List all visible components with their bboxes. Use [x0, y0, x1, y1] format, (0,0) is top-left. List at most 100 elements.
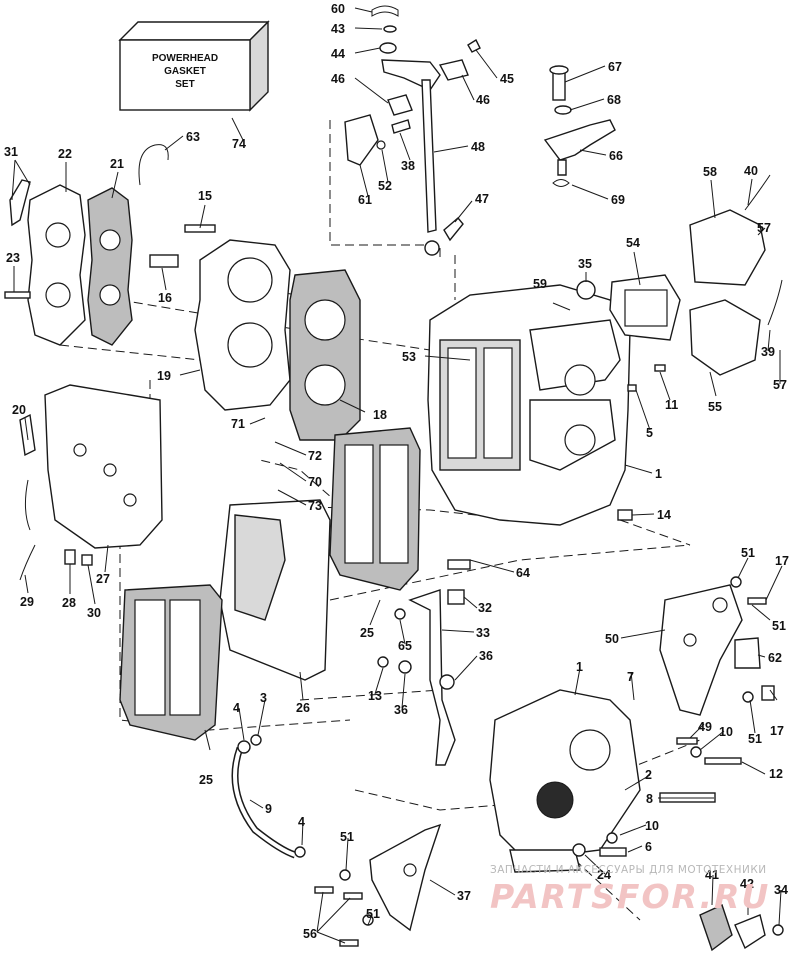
lower-crankcase: [489, 689, 716, 873]
cylinder-head: [194, 239, 361, 441]
callout-label: 37: [457, 889, 471, 903]
bottom-right-parts: [699, 904, 784, 952]
gasket-box-line1: POWERHEAD: [152, 53, 218, 64]
callout-label: 64: [516, 566, 530, 580]
callout-label: 18: [373, 408, 387, 422]
callout-label: 19: [157, 369, 171, 383]
callout-label: 29: [20, 595, 34, 609]
reed-valves: [627, 174, 783, 392]
callout-label: 11: [665, 398, 678, 412]
callout-label: 65: [398, 639, 412, 653]
callout-label: 45: [500, 72, 514, 86]
callout-label: 1: [576, 660, 583, 674]
callout-label: 41: [705, 868, 719, 882]
lever-assembly: [543, 65, 616, 187]
callout-label: 67: [608, 60, 622, 74]
callout-label: 51: [340, 830, 354, 844]
crankcase-block: [427, 274, 681, 526]
callout-label: 28: [62, 596, 76, 610]
callout-label: 69: [611, 193, 625, 207]
callout-label: 55: [708, 400, 722, 414]
callout-label: 20: [12, 403, 26, 417]
callout-label: 51: [366, 907, 380, 921]
callout-label: 7: [627, 670, 634, 684]
callout-label: 13: [368, 689, 382, 703]
callout-label: 56: [303, 927, 317, 941]
callout-label: 10: [645, 819, 659, 833]
leader-lines: [11, 7, 783, 944]
callout-label: 62: [768, 651, 782, 665]
watermark: ЗАПЧАСТИ И АКСЕССУАРЫ ДЛЯ МОТОТЕХНИКИ PA…: [490, 864, 770, 916]
transfer-cover: [19, 384, 163, 581]
callout-label: 36: [479, 649, 493, 663]
callout-label: 31: [4, 145, 18, 159]
callout-label: 3: [260, 691, 267, 705]
callout-label: 71: [231, 417, 245, 431]
callout-label: 74: [232, 137, 246, 151]
callout-label: 57: [757, 221, 771, 235]
callout-label: 63: [186, 130, 200, 144]
callout-label: 27: [96, 572, 110, 586]
callout-label: 9: [265, 802, 272, 816]
callout-label: 50: [605, 632, 619, 646]
gasket-set-box: POWERHEAD GASKET SET: [118, 20, 270, 112]
callout-label: 48: [471, 140, 485, 154]
callout-label: 46: [331, 72, 345, 86]
callout-label: 22: [58, 147, 72, 161]
callout-label: 10: [719, 725, 733, 739]
callout-label: 26: [296, 701, 310, 715]
callout-label: 36: [394, 703, 408, 717]
callout-label: 73: [308, 499, 322, 513]
bracket-50: [659, 576, 775, 765]
callout-label: 16: [158, 291, 172, 305]
callout-label: 57: [773, 378, 787, 392]
callout-label: 42: [740, 877, 754, 891]
callout-label: 35: [578, 257, 592, 271]
callout-label: 68: [607, 93, 621, 107]
callout-label: 66: [609, 149, 623, 163]
callout-label: 46: [476, 93, 490, 107]
callout-label: 58: [703, 165, 717, 179]
exhaust-covers: [119, 427, 421, 741]
callout-label: 52: [378, 179, 392, 193]
callout-label: 24: [597, 868, 611, 882]
callout-label: 70: [308, 475, 322, 489]
callout-label: 40: [744, 164, 758, 178]
bracket-33: [377, 559, 471, 766]
callout-label: 33: [476, 626, 490, 640]
callout-label: 4: [298, 815, 305, 829]
callout-label: 6: [645, 840, 652, 854]
callout-label: 8: [646, 792, 653, 806]
callout-label: 51: [741, 546, 755, 560]
callout-label: 44: [331, 47, 345, 61]
callout-label: 72: [308, 449, 322, 463]
gasket-box-line2: GASKET: [164, 66, 206, 77]
callout-label: 12: [769, 767, 783, 781]
callout-label: 51: [748, 732, 762, 746]
callout-label: 47: [475, 192, 489, 206]
callout-label: 17: [770, 724, 784, 738]
callout-label: 51: [772, 619, 786, 633]
callout-label: 61: [358, 193, 372, 207]
gasket-box-line3: SET: [175, 79, 194, 90]
callout-label: 60: [331, 2, 345, 16]
callout-labels: 60 43 44 46 45 46 48 38 52 61 47 67 68 6…: [4, 2, 789, 941]
callout-label: 21: [110, 157, 124, 171]
callout-label: 14: [657, 508, 671, 522]
callout-label: 38: [401, 159, 415, 173]
throttle-linkage: [344, 5, 481, 256]
callout-label: 5: [646, 426, 653, 440]
callout-label: 43: [331, 22, 345, 36]
callout-label: 25: [360, 626, 374, 640]
callout-label: 2: [645, 768, 652, 782]
callout-label: 32: [478, 601, 492, 615]
watermark-caption: ЗАПЧАСТИ И АКСЕССУАРЫ ДЛЯ МОТОТЕХНИКИ: [490, 864, 767, 876]
callout-label: 25: [199, 773, 213, 787]
watermark-brand: PARTSFOR.RU: [490, 877, 770, 916]
callout-label: 17: [775, 554, 789, 568]
callout-label: 1: [655, 467, 662, 481]
callout-label: 23: [6, 251, 20, 265]
callout-label: 54: [626, 236, 640, 250]
callout-label: 59: [533, 277, 547, 291]
